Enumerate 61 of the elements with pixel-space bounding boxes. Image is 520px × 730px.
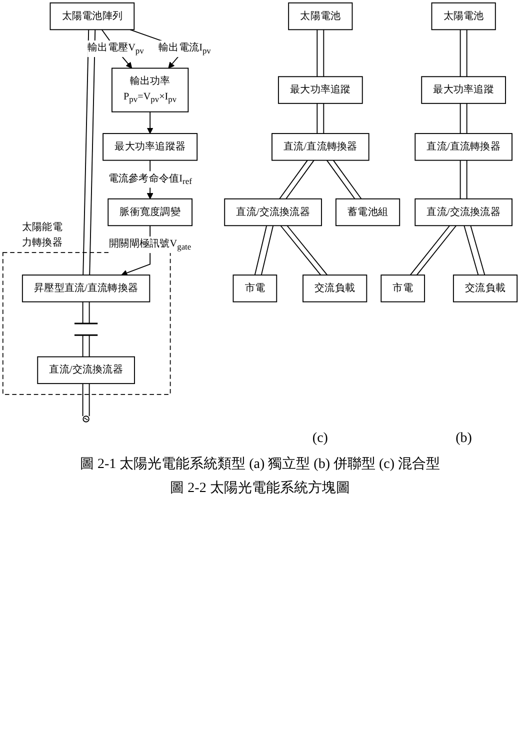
connector	[82, 301, 84, 324]
connector	[323, 29, 324, 78]
connector	[82, 29, 90, 276]
connector	[286, 160, 314, 200]
connector	[82, 334, 84, 358]
node-box: 太陽電池陣列	[50, 2, 135, 30]
connector	[410, 225, 450, 276]
connector	[260, 225, 274, 276]
node-box: 太陽電池	[288, 2, 353, 30]
connector	[88, 301, 90, 324]
connector	[280, 225, 322, 276]
connector	[466, 29, 468, 78]
connector	[460, 102, 461, 134]
connector	[460, 160, 461, 200]
connector	[279, 160, 308, 200]
connector	[88, 334, 90, 358]
connector	[82, 383, 84, 417]
cluster	[2, 252, 171, 395]
node-box: 昇壓型直流/直流轉換器	[22, 274, 150, 302]
connector	[416, 225, 457, 276]
node-box: 脈衝寬度調變	[108, 198, 192, 226]
figure-caption: 圖 2-2 太陽光電能系統方塊圖	[169, 479, 351, 497]
node-box: 直流/交流換流器	[37, 356, 135, 384]
arrow	[146, 111, 154, 134]
figure-caption: 圖 2-1 太陽光電能系統類型 (a) 獨立型 (b) 併聯型 (c) 混合型	[78, 455, 442, 473]
connector	[326, 160, 356, 200]
connector	[88, 383, 90, 417]
connector	[332, 160, 362, 200]
node-box: 最大功率追蹤	[278, 76, 363, 104]
node-box: 輸出功率 P$_{pv}$=V$_{pv}$×I$_{pv}$	[112, 68, 189, 112]
node-box: 直流/直流轉換器	[272, 133, 370, 161]
node-box: 交流負載	[302, 274, 368, 302]
connector	[316, 29, 318, 78]
node-box: 市電	[380, 274, 426, 302]
node-box: 直流/交流換流器	[224, 198, 322, 226]
connector	[470, 225, 486, 276]
node-box: 太陽電池	[431, 2, 496, 30]
node-box: 直流/交流換流器	[414, 198, 512, 226]
connector	[316, 102, 318, 134]
connector	[466, 102, 468, 134]
edge-label: 電流參考命令值I$_{ref}$	[108, 173, 192, 186]
node-box: 蓄電池組	[335, 198, 400, 226]
node-box: 最大功率追蹤	[421, 76, 506, 104]
connector	[460, 29, 461, 78]
connector	[466, 160, 468, 200]
connector	[323, 102, 324, 134]
connector	[89, 29, 96, 276]
connector	[464, 225, 479, 276]
edge-label: 輸出電壓V$_{pv}$	[88, 42, 144, 56]
node-capacitor	[74, 322, 98, 336]
node-box: 交流負載	[452, 274, 518, 302]
node-box: 最大功率追蹤器	[102, 133, 198, 161]
edge-label: 輸出電流I$_{pv}$	[158, 42, 211, 56]
connector	[286, 225, 328, 276]
connector	[254, 225, 268, 276]
node-label: 太陽能電力轉換器	[22, 222, 62, 248]
node-box: 直流/直流轉換器	[414, 133, 512, 161]
edge-label: 開關閘極訊號V$_{gate}$	[109, 238, 192, 252]
subfigure-label: (c)	[312, 430, 328, 447]
subfigure-label: (b)	[456, 430, 472, 447]
node-box: 市電	[232, 274, 278, 302]
